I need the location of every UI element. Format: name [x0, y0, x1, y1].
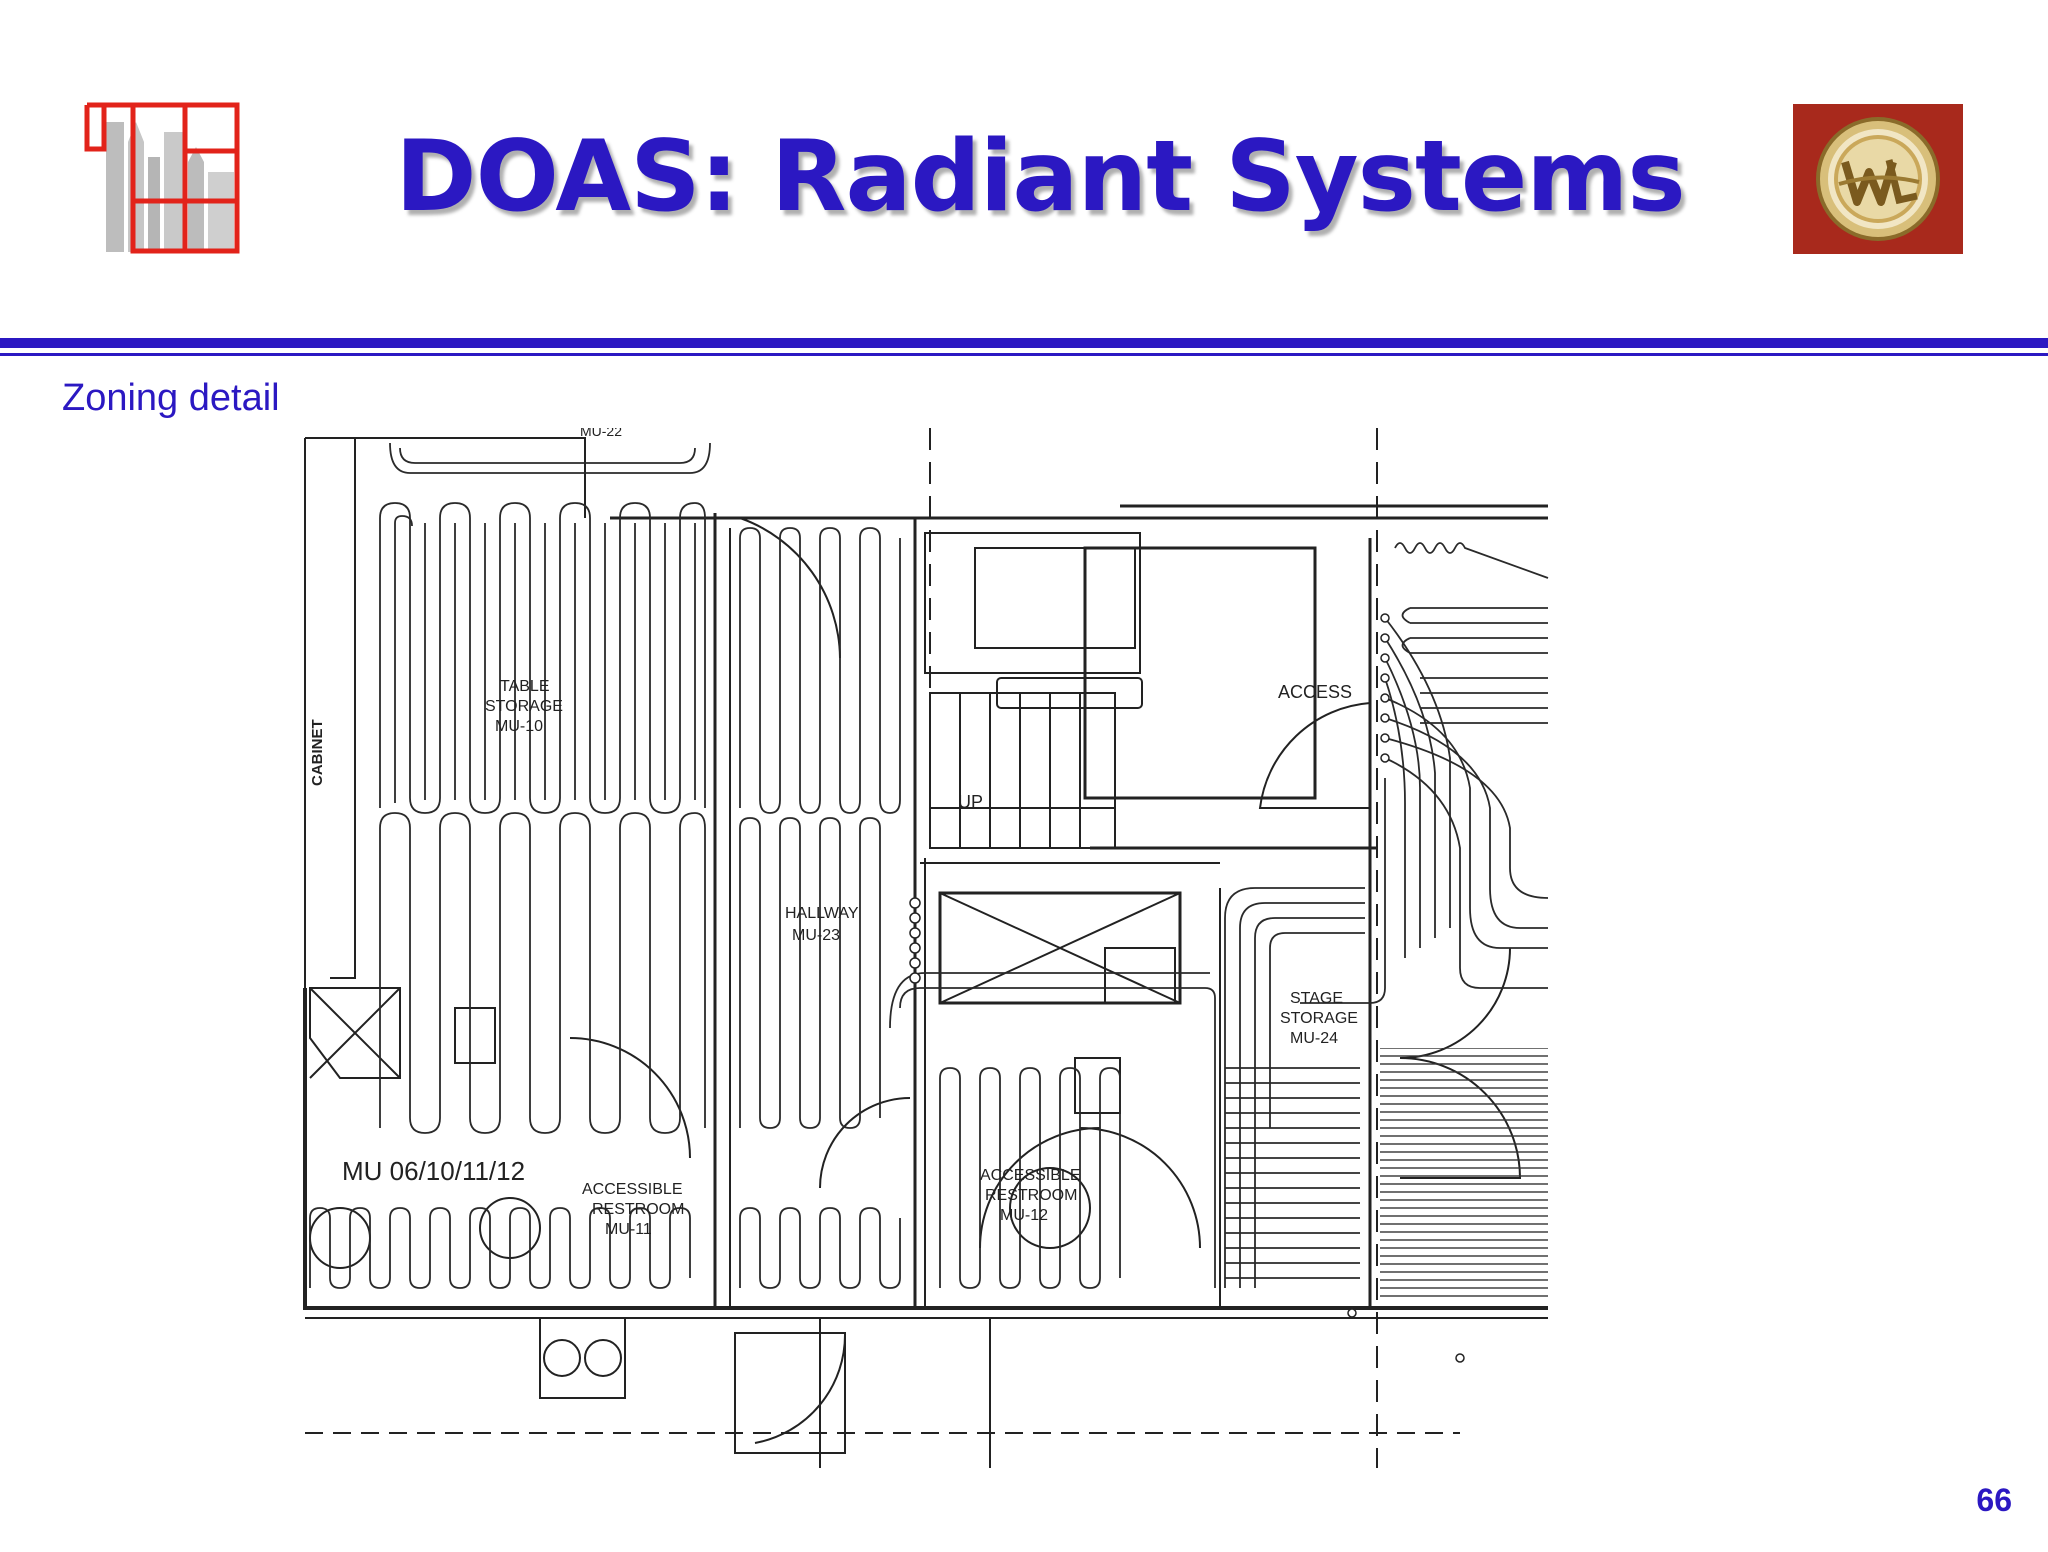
table-storage-label-2: STORAGE	[485, 698, 563, 715]
architecture-grid-logo-icon	[84, 102, 240, 254]
table-storage-zone: MU-10	[495, 718, 543, 735]
stage-storage-zone: MU-24	[1290, 1030, 1338, 1047]
access-label: ACCESS	[1278, 682, 1352, 702]
top-zone-label: MU-22	[580, 428, 622, 439]
restroom-b-zone: MU-12	[1000, 1207, 1048, 1224]
restroom-a-label-1: ACCESSIBLE	[582, 1181, 682, 1198]
slide-subtitle: Zoning detail	[62, 377, 280, 419]
page-number: 66	[1976, 1482, 2012, 1518]
stage-storage-label-2: STORAGE	[1280, 1010, 1358, 1027]
restroom-a-zone: MU-11	[605, 1221, 652, 1238]
title-divider-thick	[0, 338, 2048, 348]
restroom-b-label-1: ACCESSIBLE	[980, 1167, 1080, 1184]
stage-storage-label-1: STAGE	[1290, 990, 1343, 1007]
table-storage-label-1: TABLE	[500, 678, 550, 695]
stair-up-label: UP	[958, 792, 983, 812]
restroom-b-label-2: RESTROOM	[985, 1187, 1077, 1204]
title-divider-thin	[0, 353, 2048, 356]
floor-plan-drawing: CABINET TABLE STORAGE MU-10 UP ACCESS HA…	[300, 428, 1550, 1468]
restroom-a-label-2: RESTROOM	[592, 1201, 684, 1218]
slide-title: DOAS: Radiant Systems	[395, 120, 1686, 234]
mu-zone-list: MU 06/10/11/12	[342, 1156, 525, 1186]
hallway-zone: MU-23	[792, 927, 840, 944]
hallway-label: HALLWAY	[785, 905, 859, 922]
cabinet-label: CABINET	[309, 719, 326, 786]
gold-seal-badge-icon	[1793, 104, 1963, 254]
